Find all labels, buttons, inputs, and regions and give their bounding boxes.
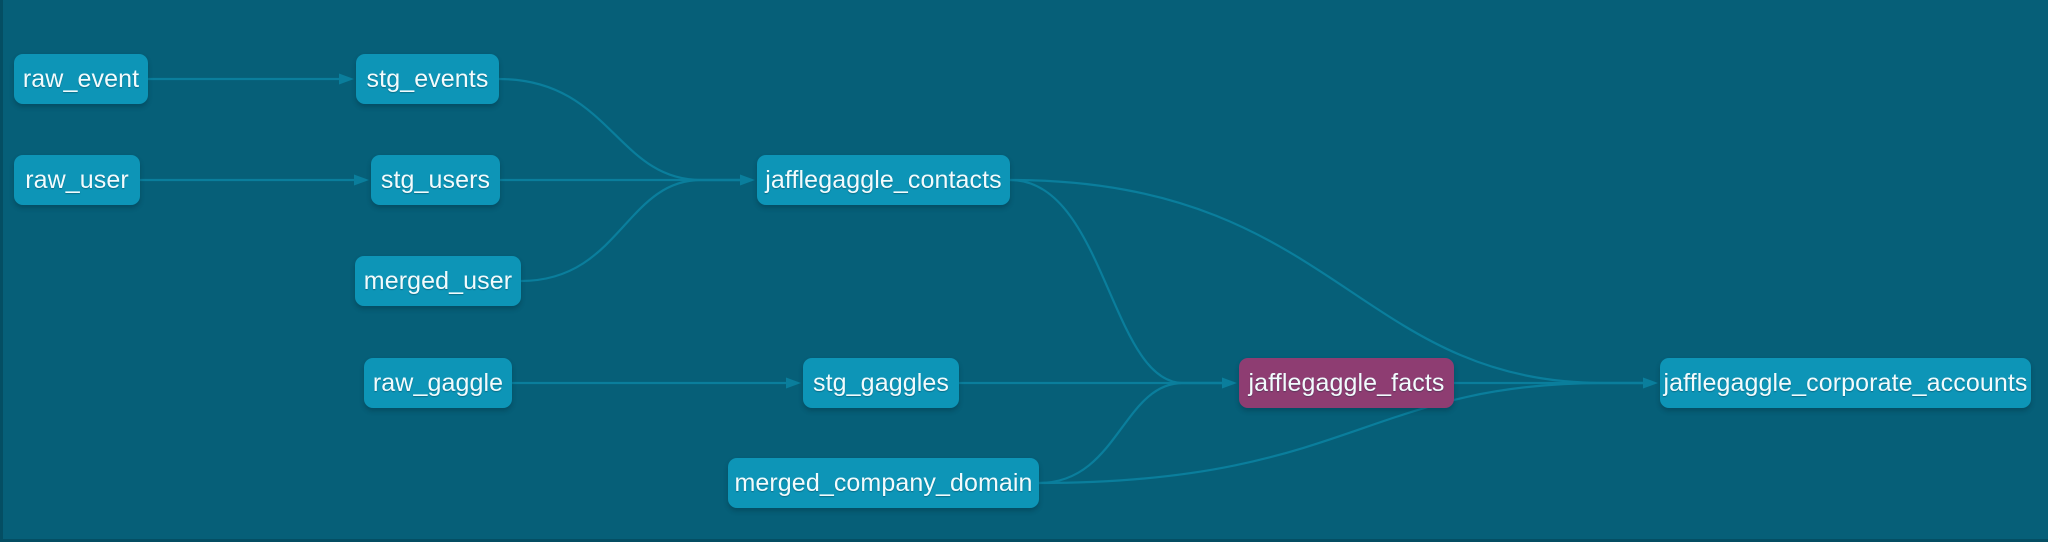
graph-edge-arrowhead-jafflegaggle_facts <box>1222 377 1237 389</box>
graph-node-label: stg_gaggles <box>813 368 949 397</box>
graph-node-stg_users[interactable]: stg_users <box>371 155 500 205</box>
graph-edge-jafflegaggle_contacts-to-jafflegaggle_facts <box>1008 178 1227 385</box>
graph-edge-arrowhead-jafflegaggle_contacts <box>740 174 755 186</box>
graph-node-label: stg_users <box>380 165 491 194</box>
canvas-bottom-border <box>0 539 2048 542</box>
graph-edge-merged_user-to-jafflegaggle_contacts <box>519 178 745 283</box>
graph-node-label: jafflegaggle_contacts <box>765 165 1002 194</box>
graph-node-label: stg_events <box>366 64 489 93</box>
graph-node-raw_gaggle[interactable]: raw_gaggle <box>364 358 512 408</box>
graph-node-merged_company_domain[interactable]: merged_company_domain <box>728 458 1039 508</box>
graph-edge-jafflegaggle_contacts-to-jafflegaggle_corporate_accounts <box>1008 178 1648 385</box>
graph-node-merged_user[interactable]: merged_user <box>355 256 521 306</box>
graph-edge-arrowhead-jafflegaggle_corporate_accounts <box>1643 377 1658 389</box>
graph-node-jafflegaggle_corporate_accounts[interactable]: jafflegaggle_corporate_accounts <box>1660 358 2031 408</box>
graph-node-label: raw_gaggle <box>372 368 504 397</box>
graph-node-label: jafflegaggle_facts <box>1248 368 1445 397</box>
graph-node-label: raw_event <box>22 64 140 93</box>
graph-edge-arrowhead-stg_events <box>339 73 354 85</box>
graph-node-raw_event[interactable]: raw_event <box>14 54 148 104</box>
graph-node-jafflegaggle_facts[interactable]: jafflegaggle_facts <box>1239 358 1454 408</box>
graph-node-jafflegaggle_contacts[interactable]: jafflegaggle_contacts <box>757 155 1010 205</box>
canvas-left-border <box>0 0 3 542</box>
graph-edge-merged_company_domain-to-jafflegaggle_facts <box>1037 381 1227 485</box>
graph-edge-arrowhead-stg_users <box>354 174 369 186</box>
graph-node-stg_events[interactable]: stg_events <box>356 54 499 104</box>
graph-node-label: merged_company_domain <box>734 468 1033 497</box>
graph-node-stg_gaggles[interactable]: stg_gaggles <box>803 358 959 408</box>
graph-edge-stg_events-to-jafflegaggle_contacts <box>497 77 745 182</box>
graph-node-raw_user[interactable]: raw_user <box>14 155 140 205</box>
graph-node-label: merged_user <box>363 266 513 295</box>
graph-node-label: raw_user <box>25 165 129 194</box>
graph-node-label: jafflegaggle_corporate_accounts <box>1663 368 2028 397</box>
graph-edge-arrowhead-stg_gaggles <box>786 377 801 389</box>
